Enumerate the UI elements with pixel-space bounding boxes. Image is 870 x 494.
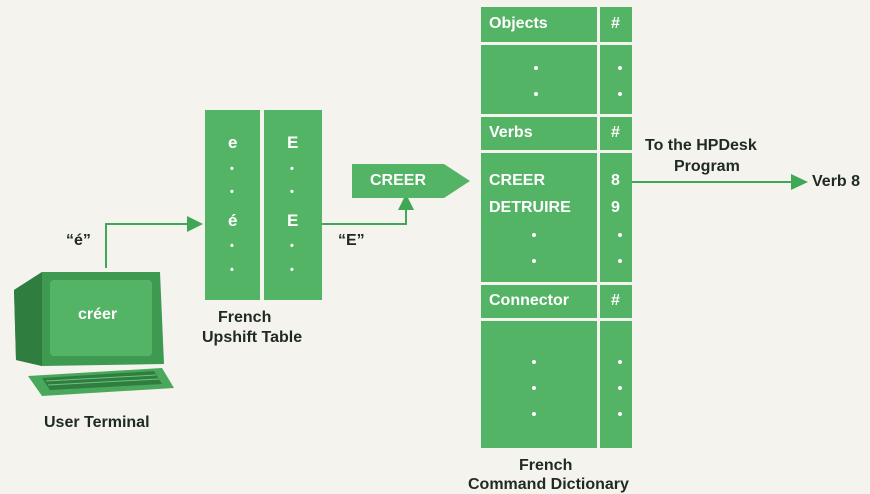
user-terminal-icon	[14, 272, 174, 396]
section-numbers-objects	[600, 45, 632, 114]
upshift-left-entry: •	[230, 264, 234, 276]
ellipsis-dot	[532, 259, 536, 263]
ellipsis-dot	[618, 66, 622, 70]
ellipsis-dot	[618, 259, 622, 263]
upshift-right-entry: E	[287, 211, 299, 230]
section-body-connector	[481, 321, 597, 448]
arrowhead-verb	[791, 174, 808, 190]
upshift-right-column	[264, 110, 322, 300]
arrow-terminal-to-table	[105, 223, 188, 268]
hash-header-verbs: #	[611, 124, 620, 141]
output-label-line1: To the HPDesk	[645, 137, 757, 154]
input-char-label: “é”	[66, 232, 91, 249]
upshift-left-column	[205, 110, 260, 300]
section-header-connector	[481, 285, 597, 318]
ellipsis-dot	[618, 360, 622, 364]
verb-entry: DETRUIRE	[489, 199, 571, 216]
section-body-objects	[481, 45, 597, 114]
section-header-verbs	[481, 117, 597, 150]
creer-arrow-shape	[352, 164, 470, 198]
terminal-label: User Terminal	[44, 414, 150, 431]
section-hash-objects	[600, 7, 632, 42]
dictionary-title: French	[519, 457, 573, 474]
verb-entry: CREER	[489, 172, 546, 189]
section-hash-verbs	[600, 117, 632, 150]
dictionary-subtitle: Command Dictionary	[468, 476, 629, 493]
hash-header-objects: #	[611, 15, 620, 32]
upshift-left-entry: é	[228, 211, 238, 230]
upshift-right-entry: •	[290, 163, 294, 175]
output-char-label: “E”	[338, 232, 365, 249]
ellipsis-dot	[532, 233, 536, 237]
output-label-line2: Program	[674, 158, 740, 175]
upshift-table-subtitle: Upshift Table	[202, 329, 303, 346]
section-title-connector: Connector	[489, 292, 569, 309]
upshifted-word: CREER	[370, 172, 427, 189]
arrowhead-table	[187, 216, 203, 232]
upshift-left-entry: •	[230, 186, 234, 198]
upshift-table-title: French	[218, 309, 272, 326]
verb-result: Verb 8	[812, 173, 861, 190]
upshift-right-entry: •	[290, 264, 294, 276]
terminal-screen-text: créer	[78, 306, 118, 323]
ellipsis-dot	[618, 92, 622, 96]
upshift-right-entry: •	[290, 240, 294, 252]
section-title-objects: Objects	[489, 15, 548, 32]
ellipsis-dot	[534, 92, 538, 96]
arrow-table-to-creer	[322, 207, 407, 225]
verb-number: 8	[611, 172, 620, 189]
ellipsis-dot	[618, 412, 622, 416]
arrowhead-creer	[398, 194, 414, 210]
ellipsis-dot	[532, 386, 536, 390]
ellipsis-dot	[534, 66, 538, 70]
ellipsis-dot	[532, 360, 536, 364]
section-title-verbs: Verbs	[489, 124, 533, 141]
upshift-right-entry: E	[287, 133, 299, 152]
section-header-objects	[481, 7, 597, 42]
ellipsis-dot	[618, 233, 622, 237]
section-numbers-verbs	[600, 153, 632, 282]
section-body-verbs	[481, 153, 597, 282]
upshift-right-entry: •	[290, 186, 294, 198]
section-numbers-connector	[600, 321, 632, 448]
upshift-left-entry: e	[228, 133, 238, 152]
hash-header-connector: #	[611, 292, 620, 309]
ellipsis-dot	[532, 412, 536, 416]
verb-number: 9	[611, 199, 620, 216]
upshift-left-entry: •	[230, 163, 234, 175]
ellipsis-dot	[618, 386, 622, 390]
section-hash-connector	[600, 285, 632, 318]
upshift-left-entry: •	[230, 240, 234, 252]
